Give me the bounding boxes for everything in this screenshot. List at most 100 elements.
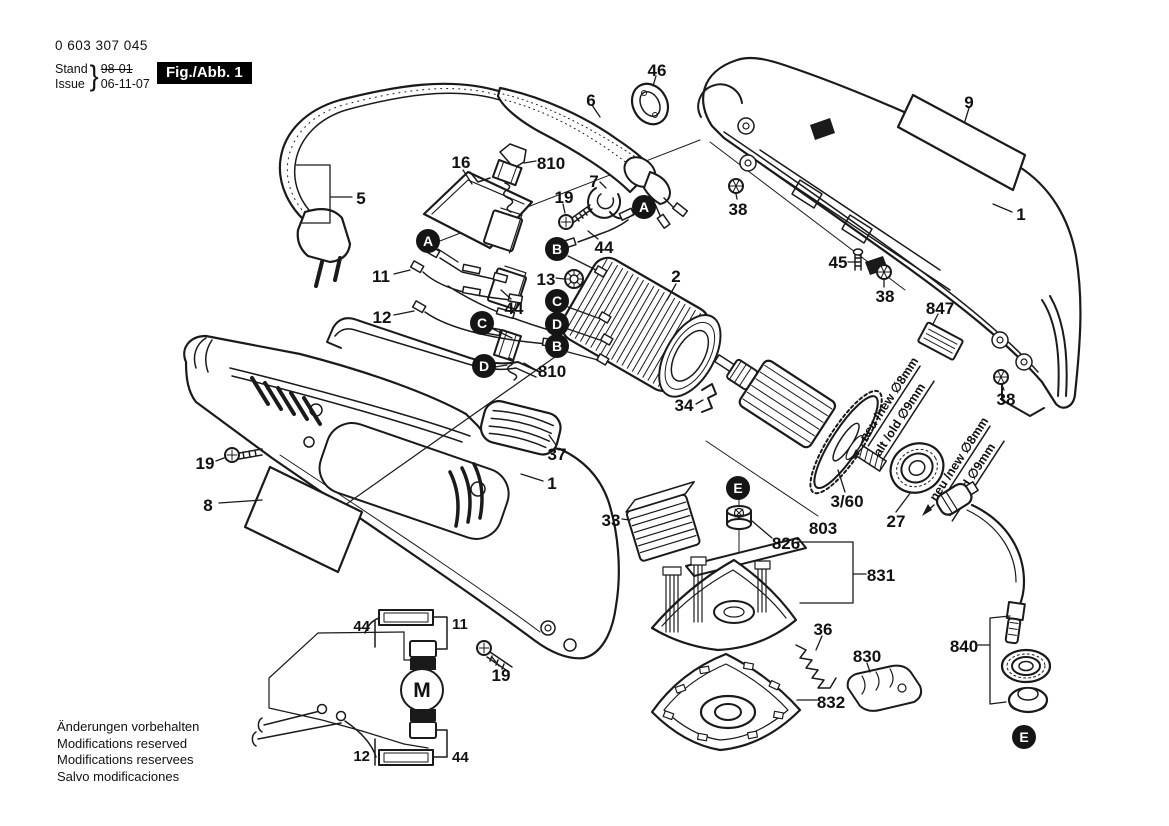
letter-markers: A A B B C C D D E E [416, 195, 1036, 749]
spring-36 [795, 644, 837, 689]
svg-text:B: B [552, 241, 562, 257]
screw-19-left [224, 447, 263, 463]
marker-c-2: C [545, 289, 569, 313]
part-number: 0 603 307 045 [55, 38, 148, 53]
part-label-46: 46 [648, 61, 667, 80]
stand-label: Stand [55, 61, 88, 76]
part-label-8: 8 [203, 496, 212, 515]
part-label-810-top: 810 [537, 154, 565, 173]
screw-45 [852, 248, 864, 271]
part-label-810-bottom: 810 [538, 362, 566, 381]
svg-text:B: B [552, 338, 562, 354]
part-label-34: 34 [675, 396, 694, 415]
footer-line-fr: Modifications reservees [57, 752, 194, 767]
marker-d-1: D [472, 354, 496, 378]
svg-text:A: A [639, 199, 649, 215]
power-cord-drawing [278, 82, 504, 288]
part-labels: 46 6 9 1 5 16 810 19 7 38 44 45 38 847 2… [196, 61, 1026, 712]
size-annotations: neu /new ∅8mm alt /old ∅9mm neu /new ∅8m… [850, 355, 1005, 522]
footer-line-es: Salvo modificaciones [57, 768, 180, 784]
field-coil-2 [560, 256, 722, 398]
part-label-38-right: 38 [997, 390, 1016, 409]
bearing-27 [889, 442, 945, 494]
svg-text:E: E [733, 480, 742, 496]
part-label-9: 9 [964, 93, 973, 112]
part-label-19-top: 19 [555, 188, 574, 207]
part-label-831: 831 [867, 566, 895, 585]
circuit-label-44-top: 44 [353, 618, 370, 635]
part-label-44-top: 44 [595, 238, 614, 257]
marker-e-1: E [726, 476, 750, 500]
brush-clip-34 [701, 383, 717, 413]
carbon-brush-810-top [491, 143, 527, 213]
marker-c-1: C [470, 311, 494, 335]
pad-holder-831 [650, 537, 807, 652]
marker-b-2: B [545, 334, 569, 358]
hex-nut-38-middle [876, 264, 892, 280]
part-label-2: 2 [671, 267, 680, 286]
part-label-803: 803 [809, 519, 837, 538]
part-label-830: 830 [853, 647, 881, 666]
cord-sleeve-drawing [496, 86, 689, 229]
footer-line-en: Modifications reserved [57, 735, 188, 751]
stand-issue-block: Stand Issue } 98-01 06-11-07 [55, 60, 150, 92]
marker-e-2: E [1012, 725, 1036, 749]
footer-line-de: Änderungen vorbehalten [57, 719, 200, 734]
part-label-3-60: 3/60 [830, 492, 863, 511]
svg-text:D: D [552, 316, 562, 332]
circuit-label-12: 12 [353, 748, 370, 765]
date-old: 98-01 [100, 61, 133, 76]
lower-housing-drawing [183, 334, 620, 660]
switch-slider-37 [479, 400, 562, 456]
part-label-19-bottom: 19 [492, 666, 511, 685]
svg-text:D: D [479, 358, 489, 374]
brace-glyph: } [89, 60, 99, 92]
upper-housing-drawing [697, 56, 1082, 417]
part-label-11: 11 [372, 267, 390, 286]
circuit-label-44-bottom: 44 [452, 749, 469, 766]
figure-label: Fig./Abb. 1 [157, 62, 252, 84]
part-label-1-top: 1 [1016, 205, 1025, 224]
svg-text:A: A [423, 233, 433, 249]
hex-nut-38-right [993, 369, 1009, 385]
part-label-19-left: 19 [196, 454, 215, 473]
footer-block: Änderungen vorbehalten Modifications res… [57, 719, 199, 785]
part-label-12: 12 [373, 308, 392, 327]
part-label-7: 7 [589, 172, 598, 191]
part-label-847: 847 [926, 299, 954, 318]
header-block: 0 603 307 045 [55, 38, 148, 53]
connection-wires [409, 207, 635, 348]
cable-grommet-46 [630, 82, 670, 126]
marker-b-1: B [545, 237, 569, 261]
part-label-5: 5 [356, 189, 365, 208]
part-label-1-bottom: 1 [547, 474, 556, 493]
part-label-27: 27 [887, 512, 906, 531]
part-label-6: 6 [586, 91, 595, 110]
wire-guide-strip [326, 317, 541, 378]
part-label-36: 36 [814, 620, 833, 639]
part-label-16: 16 [452, 153, 471, 172]
part-label-37: 37 [548, 445, 567, 464]
svg-text:C: C [477, 315, 487, 331]
part-label-44-middle: 44 [505, 299, 524, 318]
hex-nut-38-left [728, 178, 744, 194]
sanding-plate-832 [650, 652, 802, 752]
part-label-13: 13 [537, 270, 556, 289]
label-sticker-847 [917, 321, 964, 361]
part-label-826: 826 [772, 534, 800, 553]
motor-symbol: M [413, 679, 431, 702]
leader-lines [215, 75, 1013, 705]
part-label-38-left: 38 [729, 200, 748, 219]
svg-text:C: C [552, 293, 562, 309]
part-label-45: 45 [829, 253, 848, 272]
marker-d-2: D [545, 312, 569, 336]
clip-830 [846, 664, 923, 712]
marker-a-2: A [632, 195, 656, 219]
part-label-840: 840 [950, 637, 978, 656]
wiring-diagram: M 44 11 12 44 [251, 609, 469, 766]
warning-sticker-8 [243, 465, 364, 574]
screw-19-top [558, 204, 593, 230]
part-label-38-middle: 38 [876, 287, 895, 306]
